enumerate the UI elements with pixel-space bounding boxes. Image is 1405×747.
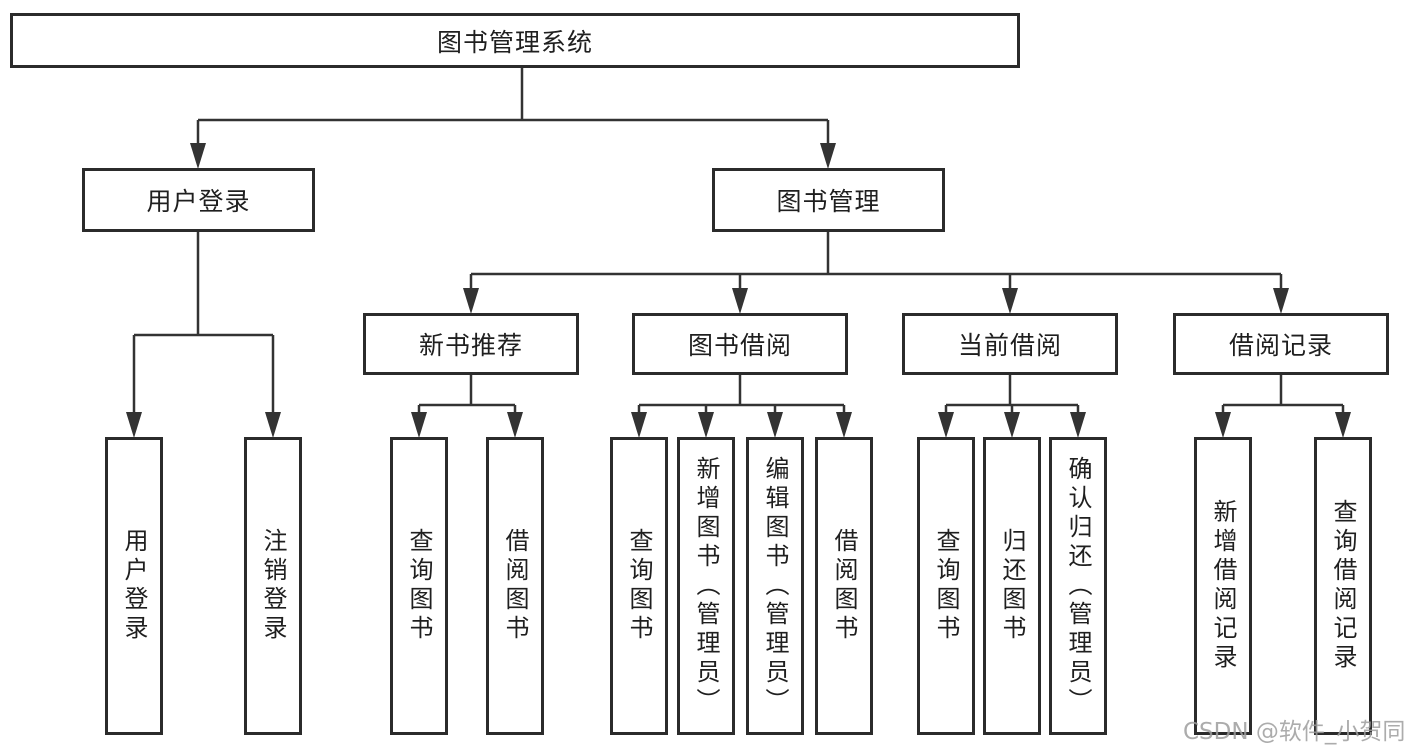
leaf-query-books-borrowing: 查询图书 (610, 437, 668, 735)
node-label: 查询图书 (405, 528, 433, 644)
watermark: CSDN @软件_小贺同学 (1183, 719, 1405, 745)
node-new-book-recommend: 新书推荐 (363, 313, 579, 375)
leaf-edit-books-admin: 编辑图书（管理员） (746, 437, 804, 735)
node-label: 归还图书 (998, 528, 1026, 644)
node-label: 新增借阅记录 (1209, 499, 1237, 673)
node-label: 借阅图书 (501, 528, 529, 644)
node-book-management: 图书管理 (712, 168, 945, 232)
leaf-borrow-books: 借阅图书 (815, 437, 873, 735)
node-label: 借阅记录 (1228, 331, 1333, 360)
leaf-logout: 注销登录 (244, 437, 302, 735)
leaf-query-books-recommend: 查询图书 (390, 437, 448, 735)
leaf-return-books: 归还图书 (983, 437, 1041, 735)
node-label: 编辑图书（管理员） (761, 455, 789, 717)
node-label: 确认归还（管理员） (1064, 455, 1092, 717)
leaf-query-books-current: 查询图书 (917, 437, 975, 735)
node-current-borrowing: 当前借阅 (902, 313, 1118, 375)
node-label: 注销登录 (259, 528, 287, 644)
leaf-add-borrow-record: 新增借阅记录 (1194, 437, 1252, 735)
node-label: 查询图书 (625, 528, 653, 644)
node-library-management-system: 图书管理系统 (10, 13, 1020, 68)
node-borrowing-records: 借阅记录 (1173, 313, 1389, 375)
node-label: 借阅图书 (830, 528, 858, 644)
node-book-borrowing: 图书借阅 (632, 313, 848, 375)
node-label: 用户登录 (146, 187, 251, 216)
node-label: 图书管理 (776, 187, 881, 216)
leaf-query-borrow-record: 查询借阅记录 (1314, 437, 1372, 735)
leaf-confirm-return-admin: 确认归还（管理员） (1049, 437, 1107, 735)
node-label: 新书推荐 (418, 331, 523, 360)
leaf-add-books-admin: 新增图书（管理员） (677, 437, 735, 735)
node-label: 当前借阅 (957, 331, 1062, 360)
node-label: 用户登录 (120, 528, 148, 644)
node-label: 新增图书（管理员） (692, 455, 720, 717)
leaf-user-login: 用户登录 (105, 437, 163, 735)
node-label: 图书管理系统 (436, 27, 593, 57)
leaf-borrow-books-recommend: 借阅图书 (486, 437, 544, 735)
node-label: 查询借阅记录 (1329, 499, 1357, 673)
node-user-login: 用户登录 (82, 168, 315, 232)
node-label: 查询图书 (932, 528, 960, 644)
node-label: 图书借阅 (687, 331, 792, 360)
